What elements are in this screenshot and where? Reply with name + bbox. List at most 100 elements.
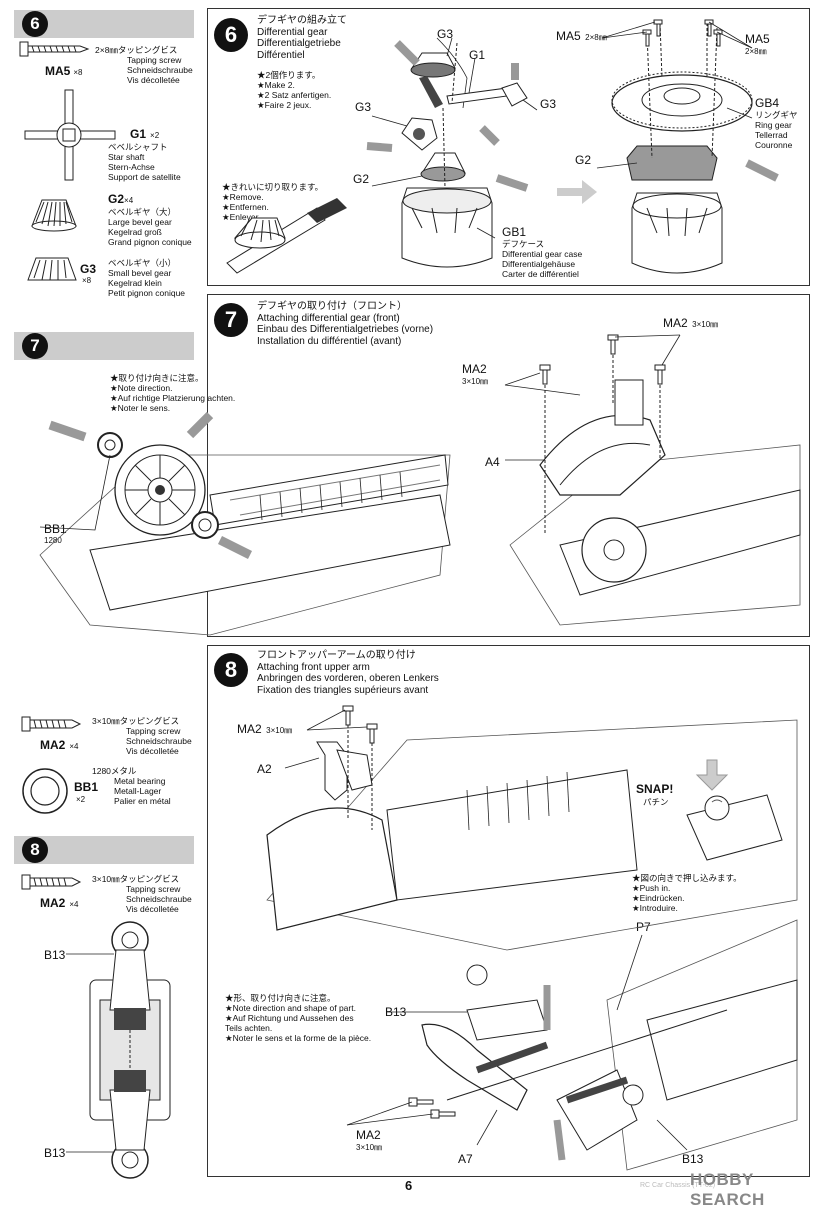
sidebar-step7-badge: 7 <box>22 333 48 359</box>
ma5-size: 2×8㎜タッピングビス <box>95 45 178 55</box>
ma5-de: Schneidschraube <box>127 65 193 75</box>
watermark: HOBBY SEARCH <box>690 1170 765 1209</box>
ma2-step8-size: 3×10㎜タッピングビス <box>92 874 180 884</box>
bb1-label-size: 1280 <box>44 536 62 545</box>
gb1-fr: Carter de différentiel <box>502 269 579 279</box>
g2-en: Large bevel gear <box>108 217 172 227</box>
ma2-step8-fr: Vis décolletée <box>126 904 179 914</box>
step6-title-de: Differentialgetriebe <box>257 38 341 49</box>
tapping-screw-icon <box>21 716 82 732</box>
b13-lower-label: B13 <box>682 1152 704 1166</box>
step8-ma2-bottom-size: 3×10㎜ <box>356 1143 383 1152</box>
tapping-screw-icon <box>21 874 82 890</box>
gb4-de: Tellerrad <box>755 130 788 140</box>
tapping-screw-icon <box>19 41 90 57</box>
large-bevel-gear-icon <box>31 199 77 232</box>
g2-code: G2 <box>108 192 125 206</box>
faint-footer-text: RC Car Chassis (TT-02) <box>640 1182 716 1189</box>
step6-remove-de: ★Entfernen. <box>222 202 269 212</box>
bb1-code: BB1 <box>74 780 99 794</box>
star-shaft-icon <box>24 89 116 181</box>
bb1-de: Metall-Lager <box>114 786 162 796</box>
p7-label: P7 <box>636 920 651 934</box>
bb1-label: BB1 <box>44 522 67 536</box>
gb1-de: Differentialgehäuse <box>502 259 576 269</box>
step6-make-de: ★2 Satz anfertigen. <box>257 90 332 100</box>
bb1-en: Metal bearing <box>114 776 166 786</box>
g3-de: Kegelrad klein <box>108 278 162 288</box>
small-bevel-gear-icon <box>27 257 77 281</box>
step7-title-fr: Installation du différentiel (avant) <box>257 335 402 347</box>
g1-en: Star shaft <box>108 152 145 162</box>
ma2-step8-en: Tapping screw <box>126 884 181 894</box>
bb1-fr: Palier en métal <box>114 796 171 806</box>
step6-remove-fr: ★Enlever. <box>222 212 261 222</box>
b13-top-label: B13 <box>44 948 66 962</box>
snap-label: SNAP! <box>636 782 674 796</box>
gb1-en: Differential gear case <box>502 249 583 259</box>
step8-ma2-top-size: 3×10㎜ <box>266 726 293 735</box>
gb4-code: GB4 <box>755 96 780 110</box>
metal-bearing-icon <box>22 768 68 814</box>
step7-title-en: Attaching differential gear (front) <box>257 312 400 324</box>
step6-ma5-left-code: MA5 <box>556 29 581 43</box>
gb4-ja: リングギヤ <box>755 110 798 120</box>
g3-ja: ベベルギヤ（小） <box>108 258 177 268</box>
step8-title-fr: Fixation des triangles supérieurs avant <box>257 684 429 696</box>
step8-push-ja: ★図の向きで押し込みます。 <box>632 873 742 883</box>
step6-panel <box>207 8 810 286</box>
step6-ma5-right-code: MA5 <box>745 32 770 46</box>
step6-g3b-label: G3 <box>355 100 372 114</box>
gb4-en: Ring gear <box>755 120 792 130</box>
step8-title-de: Anbringen des vorderen, oberen Lenkers <box>257 673 439 684</box>
g1-ja: ベベルシャフト <box>108 142 168 152</box>
step8-note-de2: Teils achten. <box>225 1023 273 1033</box>
step6-g2b-label: G2 <box>575 153 592 167</box>
g3-code: G3 <box>80 262 97 276</box>
step8-note-fr: ★Noter le sens et la forme de la pièce. <box>225 1033 372 1043</box>
step6-g1-label: G1 <box>469 48 486 62</box>
chassis-differential-front-drawing <box>39 334 801 636</box>
gb1-code: GB1 <box>502 225 527 239</box>
step7-panel <box>207 294 810 637</box>
step6-title-fr: Différentiel <box>257 49 305 61</box>
step6-remove-ja: ★きれいに切り取ります。 <box>222 182 324 192</box>
g2-ja: ベベルギヤ（大） <box>108 207 177 217</box>
step8-note-ja: ★形、取り付け向きに注意。 <box>225 993 336 1003</box>
step7-title-de: Einbau des Differentialgetriebes (vorne) <box>257 324 434 335</box>
g1-fr: Support de satellite <box>108 172 181 182</box>
ma2-step8-code: MA2 <box>40 896 66 910</box>
g1-code: G1 <box>130 127 147 141</box>
ma2-en: Tapping screw <box>126 726 181 736</box>
ma5-code: MA5 <box>45 64 71 78</box>
ma2-fr: Vis décolletée <box>126 746 179 756</box>
step8-ma2-bottom-code: MA2 <box>356 1128 381 1142</box>
step8-title-en: Attaching front upper arm <box>257 661 370 673</box>
step6-g2-label: G2 <box>353 172 370 186</box>
a4-label: A4 <box>485 455 500 469</box>
bb1-qty: ×2 <box>76 795 86 804</box>
step8-title-ja: フロントアッパーアームの取り付け <box>257 650 416 661</box>
ma2-code: MA2 <box>40 738 66 752</box>
ma2-step8-de: Schneidschraube <box>126 894 192 904</box>
step8-note-de1: ★Auf Richtung und Aussehen des <box>225 1013 354 1023</box>
gb4-fr: Couronne <box>755 140 793 150</box>
g2-de: Kegelrad groß <box>108 227 162 237</box>
ma2-size: 3×10㎜タッピングビス <box>92 716 180 726</box>
step8-badge: 8 <box>214 653 248 687</box>
step6-make-fr: ★Faire 2 jeux. <box>257 100 312 110</box>
step8-note-en: ★Note direction and shape of part. <box>225 1003 356 1013</box>
ma2-step8-qty: ×4 <box>69 900 79 909</box>
step7-title-ja: デフギヤの取り付け（フロント） <box>257 301 407 312</box>
step6-g3a-label: G3 <box>437 27 454 41</box>
gb1-ja: デフケース <box>502 239 545 249</box>
upper-arm-attachment-drawing <box>266 705 798 1171</box>
a7-label: A7 <box>458 1152 473 1166</box>
step8-panel <box>207 645 810 1177</box>
step7-ma2-right-code: MA2 <box>663 316 688 330</box>
a2-label: A2 <box>257 762 272 776</box>
step8-push-en: ★Push in. <box>632 883 671 893</box>
differential-assembly-drawing <box>226 19 779 274</box>
step6-make-en: ★Make 2. <box>257 80 295 90</box>
step6-make-ja: ★2個作ります。 <box>257 70 321 80</box>
